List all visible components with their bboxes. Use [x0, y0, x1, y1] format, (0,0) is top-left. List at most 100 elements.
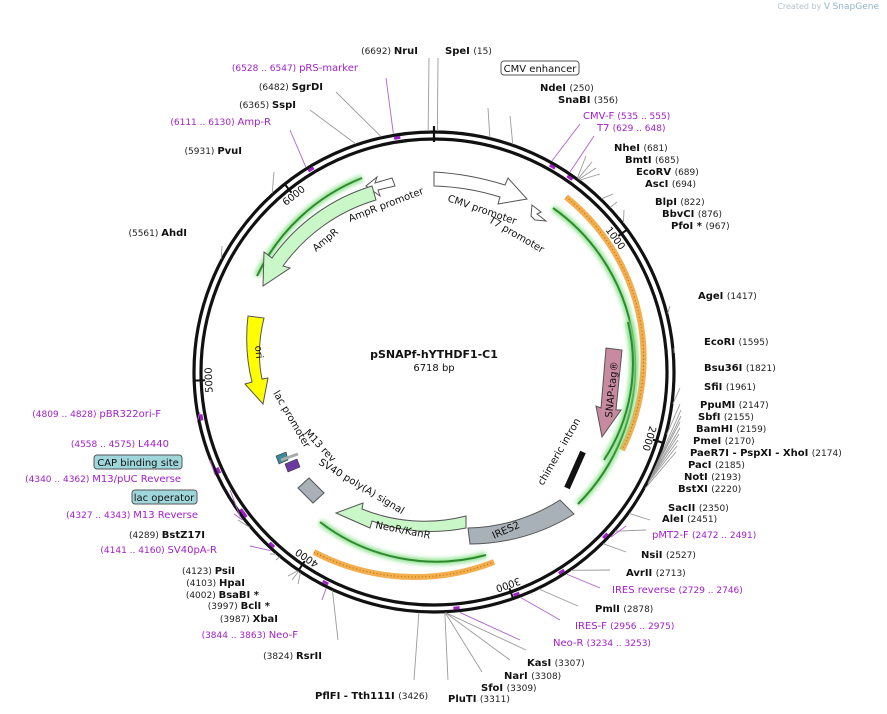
neor-kanr-arrow[interactable]: [334, 502, 467, 532]
site-leader: [651, 409, 682, 475]
restriction-site-label[interactable]: NsiI (2527): [641, 550, 696, 561]
ampr-cds-arrow[interactable]: [262, 185, 377, 287]
sv40-polya-block[interactable]: [297, 477, 325, 504]
restriction-site-label[interactable]: SfoI (3309): [481, 683, 537, 694]
primer-label[interactable]: IRES reverse (2729 .. 2746): [612, 585, 743, 596]
restriction-site-label[interactable]: (4123) PsiI: [182, 566, 235, 577]
primer-label[interactable]: (4327 .. 4343) M13 Reverse: [66, 510, 198, 521]
site-leader: [444, 612, 449, 681]
restriction-site-label[interactable]: (5561) AhdI: [128, 228, 187, 239]
primer-label[interactable]: (4340 .. 4362) M13/pUC Reverse: [25, 474, 181, 485]
primer-leader-lines: [196, 77, 627, 641]
restriction-site-label[interactable]: (4289) BstZ17I: [129, 530, 205, 541]
restriction-site-label[interactable]: EcoRV (689): [636, 167, 699, 178]
site-leader: [579, 173, 601, 181]
snap-tag-arrow[interactable]: [595, 347, 623, 439]
site-leader: [648, 439, 679, 483]
restriction-site-label[interactable]: BstXI (2220): [678, 484, 741, 495]
restriction-site-label[interactable]: AleI (2451): [662, 514, 717, 525]
restriction-site-label[interactable]: PmlI (2878): [595, 604, 653, 615]
site-leader: [649, 433, 680, 480]
site-leader: [237, 519, 251, 528]
plasmid-name: pSNAPf-hYTHDF1-C1: [370, 348, 498, 361]
restriction-site-label[interactable]: EcoRI (1595): [704, 337, 768, 348]
restriction-site-label[interactable]: NdeI (250): [540, 83, 594, 94]
restriction-site-label[interactable]: Bsu36I (1821): [704, 363, 776, 374]
ires2-block[interactable]: [467, 499, 575, 545]
primer-mark: [558, 568, 565, 575]
restriction-site-label[interactable]: (4002) BsaBI *: [186, 590, 260, 601]
primer-label[interactable]: T7 (629 .. 648): [596, 123, 665, 134]
restriction-site-label[interactable]: SacII (2350): [668, 503, 729, 514]
site-leader: [445, 612, 527, 651]
primer-label[interactable]: (4141 .. 4160) SV40pA-R: [100, 545, 217, 556]
restriction-site-label[interactable]: NotI (2193): [684, 472, 741, 483]
lac-operator-block[interactable]: [284, 458, 301, 473]
restriction-site-label[interactable]: PflFI - Tth111I (3426): [315, 691, 428, 702]
site-leader: [647, 445, 678, 484]
box-cap-binding-site[interactable]: CAP binding site: [93, 454, 183, 470]
site-leader: [576, 155, 587, 179]
box-lac-operator[interactable]: lac operator: [131, 489, 198, 505]
primer-label[interactable]: pMT2-F (2472 .. 2491): [652, 530, 756, 541]
restriction-site-label[interactable]: (3997) BclI *: [208, 601, 271, 612]
restriction-site-label[interactable]: NarI (3308): [504, 671, 561, 682]
primer-label[interactable]: (4809 .. 4828) pBR322ori-F: [32, 409, 161, 420]
cap-binding-site-block[interactable]: [275, 451, 289, 465]
tick-mark: [297, 560, 306, 571]
restriction-site-label[interactable]: AvrII (2713): [626, 568, 686, 579]
green-band-neo: [318, 519, 487, 565]
restriction-site-label[interactable]: BamHI (2159): [696, 424, 766, 435]
restriction-site-label[interactable]: SfiI (1961): [704, 382, 756, 393]
site-leader: [335, 91, 382, 138]
restriction-site-label[interactable]: AgeI (1417): [698, 291, 757, 302]
restriction-site-label[interactable]: (3987) XbaI: [220, 614, 278, 625]
primer-label[interactable]: (4558 .. 4575) L4440: [71, 439, 169, 450]
primer-label[interactable]: Neo-R (3234 .. 3253): [553, 638, 651, 649]
label-lac-promoter: lac promoter: [270, 389, 312, 451]
restriction-site-label[interactable]: BlpI (822): [655, 197, 705, 208]
restriction-site-label[interactable]: SbfI (2155): [698, 412, 754, 423]
tick-label: 5000: [204, 367, 216, 393]
restriction-site-label[interactable]: BmtI (685): [625, 155, 679, 166]
restriction-site-label[interactable]: (5931) PvuI: [185, 146, 242, 157]
cmv-promoter-arrow[interactable]: [433, 171, 528, 205]
primer-leader: [321, 588, 327, 601]
restriction-site-label[interactable]: SpeI (15): [445, 46, 492, 57]
primer-label[interactable]: IRES-F (2956 .. 2975): [575, 621, 674, 632]
box-cmv-enhancer[interactable]: CMV enhancer: [500, 60, 580, 76]
restriction-site-label[interactable]: PluTI (3311): [448, 694, 510, 705]
restriction-site-label[interactable]: PacI (2185): [688, 460, 745, 471]
green-band-snap: [601, 321, 636, 462]
site-leader: [427, 57, 430, 132]
restriction-site-label[interactable]: (6365) SspI: [239, 100, 296, 111]
site-leader: [509, 115, 514, 145]
restriction-site-label[interactable]: PpuMI (2147): [700, 400, 769, 411]
primer-label[interactable]: (3844 .. 3863) Neo-F: [202, 630, 299, 641]
primer-mark: [566, 174, 574, 181]
restriction-site-label[interactable]: (4103) HpaI: [186, 578, 245, 589]
restriction-site-label[interactable]: SnaBI (356): [558, 95, 618, 106]
primer-label[interactable]: CMV-F (535 .. 555): [583, 111, 670, 122]
primer-label[interactable]: (6111 .. 6130) Amp-R: [170, 117, 271, 128]
restriction-site-label[interactable]: PfoI * (967): [671, 221, 730, 232]
restriction-site-label[interactable]: (3824) RsrII: [263, 651, 322, 662]
t7-promoter-arrow[interactable]: [530, 204, 548, 222]
restriction-site-label[interactable]: BbvCI (876): [662, 209, 722, 220]
primer-mark: [453, 606, 460, 610]
restriction-site-label[interactable]: PmeI (2170): [693, 436, 755, 447]
ori-arrow[interactable]: [244, 315, 269, 406]
restriction-site-label[interactable]: (6482) SgrDI: [259, 82, 323, 93]
site-leader: [629, 512, 651, 521]
primer-leader: [459, 612, 521, 641]
primer-label[interactable]: (6528 .. 6547) pRS-marker: [232, 63, 359, 74]
restriction-site-label[interactable]: KasI (3307): [527, 658, 585, 669]
tick-mark: [283, 183, 293, 194]
site-leader: [667, 305, 671, 314]
restriction-site-label[interactable]: AscI (694): [645, 179, 696, 190]
restriction-site-label[interactable]: (6692) NruI: [361, 46, 418, 57]
restriction-site-label[interactable]: NheI (681): [614, 143, 668, 154]
restriction-site-label[interactable]: PaeR7I - PspXI - XhoI (2174): [690, 448, 842, 459]
site-leader: [603, 543, 627, 553]
site-leader: [413, 612, 420, 681]
